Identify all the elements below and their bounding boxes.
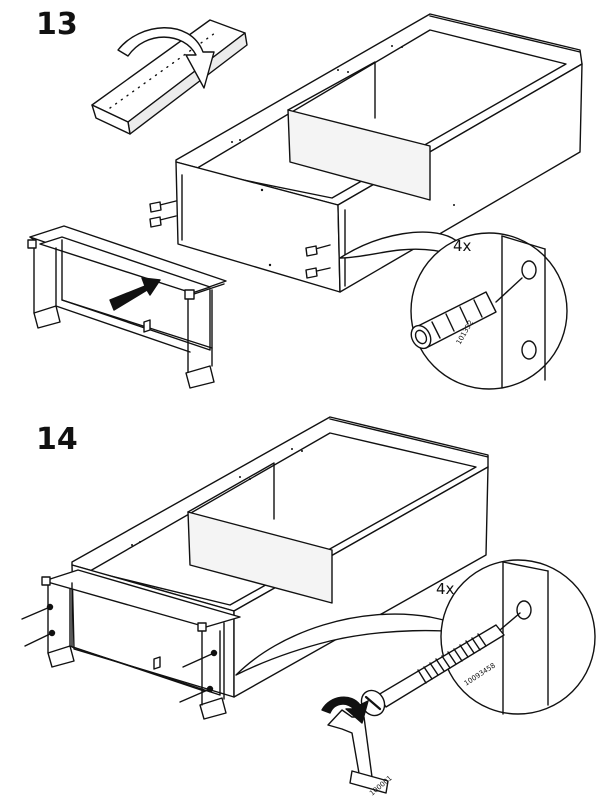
assembly-step-14: 14 [0, 405, 613, 809]
allen-key-icon [327, 709, 389, 794]
assembly-step-13: 13 [27, 7, 583, 390]
rotate-arrow-icon [321, 696, 369, 724]
flip-arrow-icon [117, 27, 215, 89]
insert-arrow-icon [109, 277, 161, 311]
plinth-frame [41, 569, 241, 720]
step-13-illustration: 4x 101352 [27, 13, 583, 390]
dowel-icon [149, 200, 331, 279]
step-14-illustration: 4x 10093458 100001 [21, 416, 596, 798]
screw-icon [21, 603, 218, 703]
wooden-dowel-icon [410, 277, 523, 350]
long-screw-icon [360, 612, 521, 717]
quantity-label: 4x [453, 237, 472, 255]
step-number: 14 [36, 422, 78, 457]
quantity-label: 4x [436, 580, 455, 598]
plinth-frame [27, 225, 227, 389]
detail-magnifier [440, 559, 596, 715]
step-number: 13 [36, 7, 78, 42]
